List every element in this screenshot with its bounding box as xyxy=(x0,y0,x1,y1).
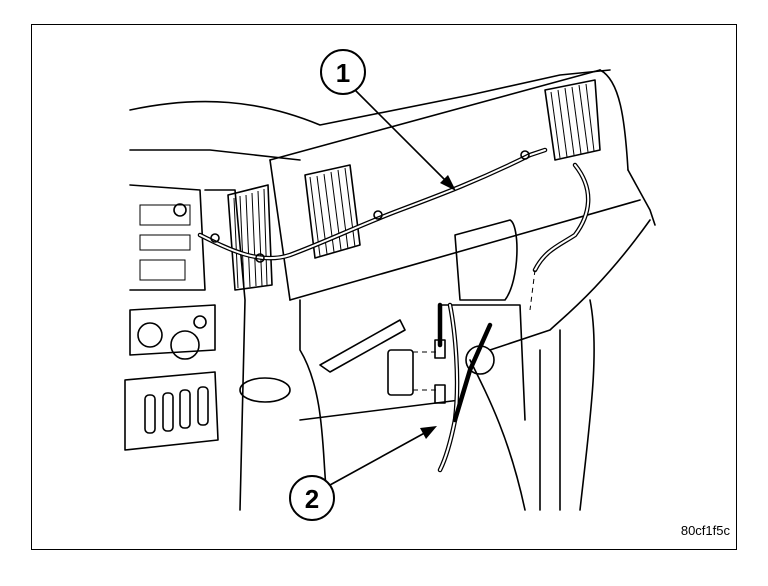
center-stack xyxy=(124,184,291,511)
dashboard-lower-fascia xyxy=(299,219,651,511)
dashboard-top xyxy=(129,69,656,301)
leader-line-1 xyxy=(354,89,456,191)
glovebox-opening xyxy=(319,219,526,421)
callout-1: 1 xyxy=(320,49,366,95)
callout-1-label: 1 xyxy=(336,58,350,88)
figure-code: 80cf1f5c xyxy=(680,523,730,538)
antenna-cable xyxy=(197,147,591,511)
left-vent xyxy=(227,184,273,291)
right-vent xyxy=(544,79,601,161)
leader-line-2 xyxy=(329,426,437,486)
callout-2-label: 2 xyxy=(305,484,319,514)
callout-2: 2 xyxy=(289,475,335,521)
